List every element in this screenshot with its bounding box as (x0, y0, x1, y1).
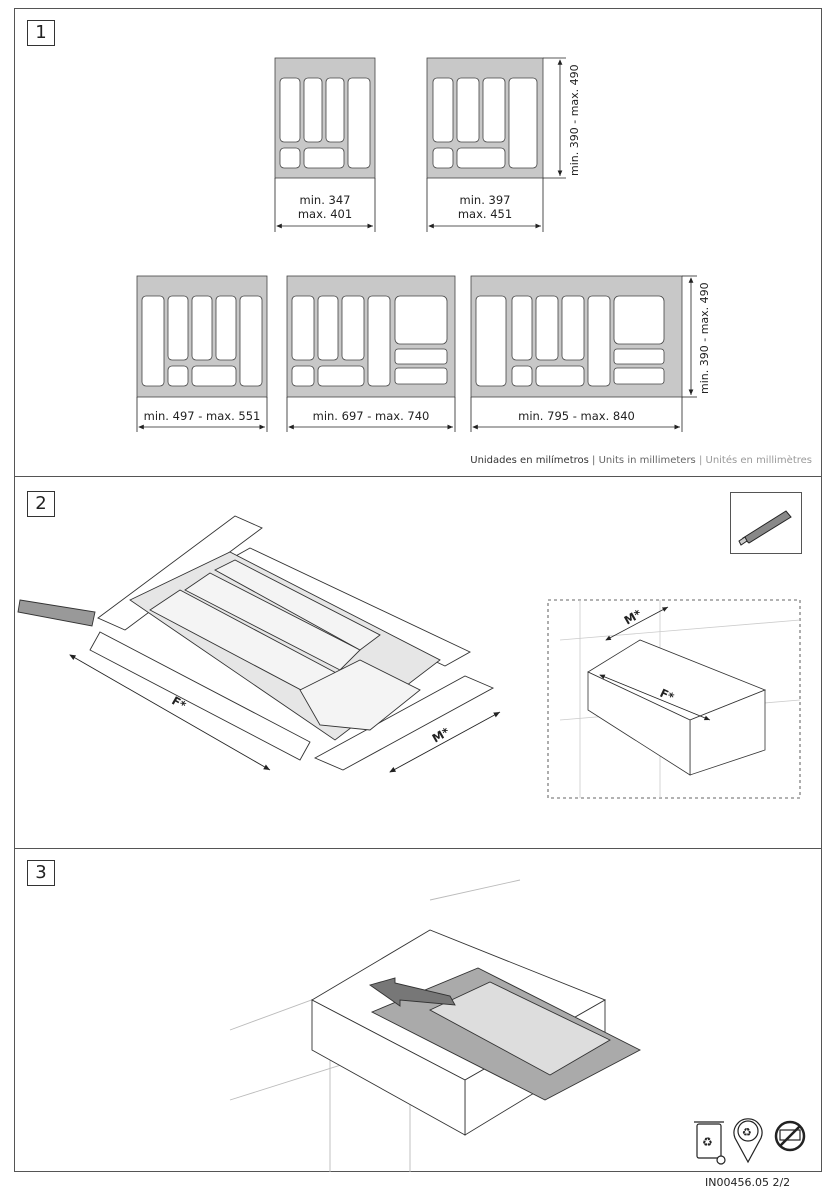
organizer-tray-3 (136, 275, 268, 398)
width-label: min. 697 - max. 740 (312, 409, 430, 423)
section-divider (14, 476, 822, 477)
organizer-tray-4 (286, 275, 456, 398)
recycle-location-icon: ♻ (733, 1118, 763, 1164)
step-number: 3 (27, 860, 55, 886)
instruction-frame (14, 8, 822, 1172)
document-code: IN00456.05 2/2 (705, 1176, 791, 1189)
svg-text:♻: ♻ (702, 1135, 713, 1149)
svg-text:♻: ♻ (742, 1126, 752, 1139)
organizer-tray-2 (426, 57, 544, 179)
drawer-measure-illustration (547, 599, 801, 799)
trim-organizer-illustration (17, 515, 501, 773)
width-label: min. 795 - max. 840 (518, 409, 635, 423)
no-brush-icon (774, 1120, 806, 1152)
insert-organizer-illustration (229, 879, 641, 1172)
units-note: Unidades en milímetros | Units in millim… (470, 455, 812, 466)
width-label: min. 497 - max. 551 (143, 409, 261, 423)
step-number: 1 (27, 20, 55, 46)
depth-label: min. 390 - max. 490 (698, 282, 711, 394)
cutter-knife-icon (730, 492, 802, 554)
organizer-tray-1 (274, 57, 376, 179)
width-max-label: max. 451 (457, 207, 513, 221)
recycle-bin-icon: ♻ (694, 1121, 726, 1165)
step-number: 2 (27, 491, 55, 517)
section-divider (14, 848, 822, 849)
organizer-tray-5 (470, 275, 683, 398)
width-min-label: min. 347 (299, 193, 351, 207)
width-min-label: min. 397 (459, 193, 511, 207)
width-max-label: max. 401 (297, 207, 353, 221)
depth-label: min. 390 - max. 490 (568, 64, 581, 176)
